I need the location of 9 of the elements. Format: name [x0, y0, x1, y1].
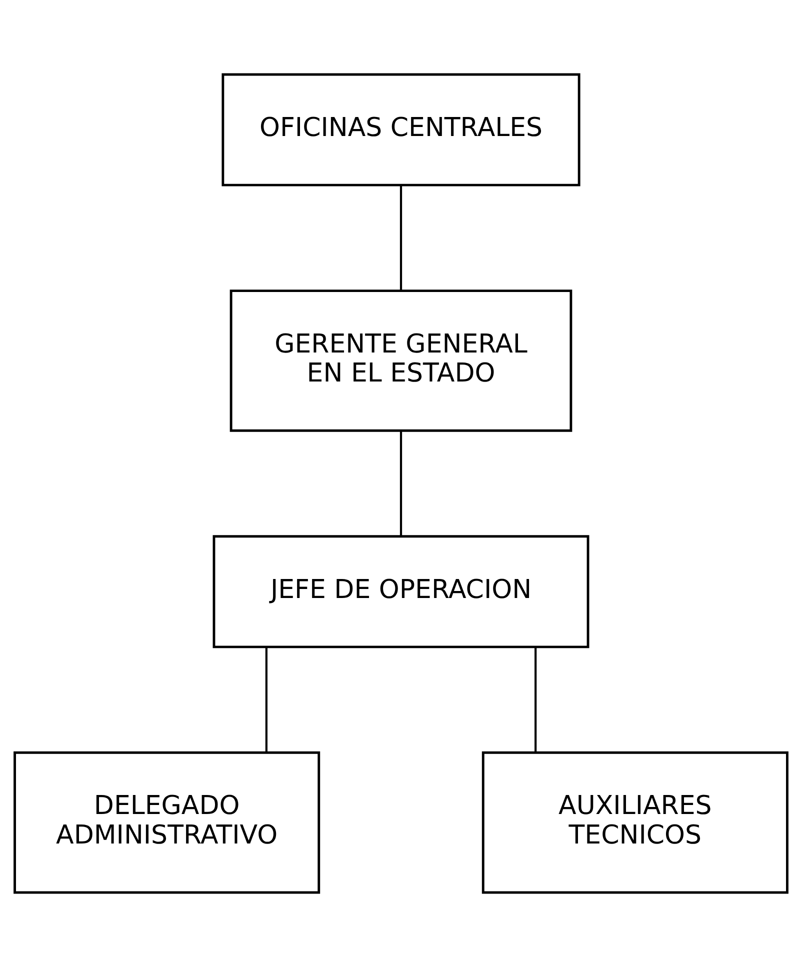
node-box: DELEGADO ADMINISTRATIVO: [14, 750, 320, 894]
node-box: OFICINAS CENTRALES: [222, 72, 580, 186]
node-box: AUXILIARES TECNICOS: [482, 750, 788, 894]
connector: [400, 430, 402, 536]
connector: [265, 646, 268, 752]
node-box: GERENTE GENERAL EN EL ESTADO: [230, 289, 572, 432]
connector: [534, 646, 537, 752]
connector: [400, 184, 402, 290]
node-box: JEFE DE OPERACION: [212, 534, 590, 648]
